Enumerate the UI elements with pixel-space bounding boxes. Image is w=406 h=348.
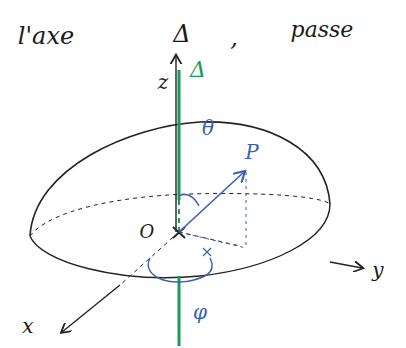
handwritten-note: l'axe — [18, 24, 74, 48]
angle-label: φ — [193, 302, 207, 322]
axis-symbol: Δ — [173, 22, 190, 46]
punctuation: , — [230, 26, 238, 50]
axis-label: y — [372, 260, 383, 280]
angle-label: θ — [202, 118, 214, 138]
axis-label: Δ — [190, 59, 206, 81]
axis-label: z — [158, 72, 169, 92]
axis-label: x — [22, 316, 33, 336]
point-label: P — [245, 142, 258, 162]
origin-label: O — [140, 223, 155, 241]
handwritten-note: passe — [291, 19, 354, 41]
